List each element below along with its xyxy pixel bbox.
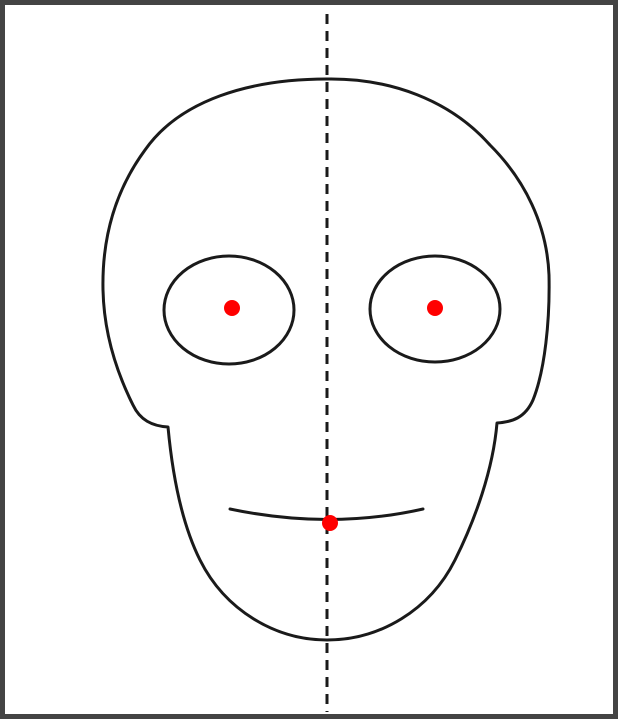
right-eye-marker (427, 300, 443, 316)
mouth-center-marker (322, 515, 338, 531)
left-eye-marker (224, 300, 240, 316)
